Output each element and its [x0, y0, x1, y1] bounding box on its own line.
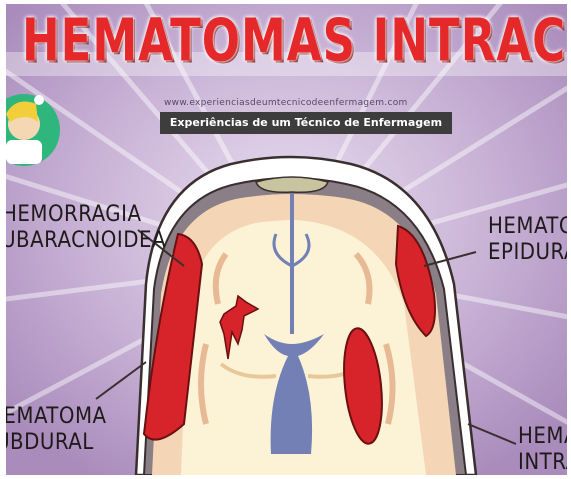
- label-intracerebral-line1: HEMATOMA: [518, 424, 567, 450]
- label-subdural: HEMATOMA SUBDURAL: [6, 404, 107, 456]
- falx-top: [256, 177, 328, 192]
- page-title: HEMATOMAS INTRACRANEALES: [22, 6, 567, 74]
- label-subdural-line2: SUBDURAL: [6, 430, 107, 456]
- label-intracerebral-line2: INTRACEREBRAL: [518, 450, 567, 475]
- label-subarachnoid-line1: HEMORRAGIA: [6, 202, 166, 228]
- label-intracerebral: HEMATOMA INTRACEREBRAL: [518, 424, 567, 475]
- label-epidural: HEMATOMA EPIDURAL: [488, 214, 567, 266]
- label-epidural-line1: HEMATOMA: [488, 214, 567, 240]
- label-subdural-line1: HEMATOMA: [6, 404, 107, 430]
- website-url: www.experienciasdeumtecnicodeenfermagem.…: [164, 98, 408, 108]
- infographic: HEMATOMAS INTRACRANEALES www.experiencia…: [6, 4, 567, 475]
- label-epidural-line2: EPIDURAL: [488, 240, 567, 266]
- label-subarachnoid-line2: SUBARACNOIDEA: [6, 228, 166, 254]
- site-banner: Experiências de um Técnico de Enfermagem: [160, 112, 452, 134]
- label-subarachnoid: HEMORRAGIA SUBARACNOIDEA: [6, 202, 166, 254]
